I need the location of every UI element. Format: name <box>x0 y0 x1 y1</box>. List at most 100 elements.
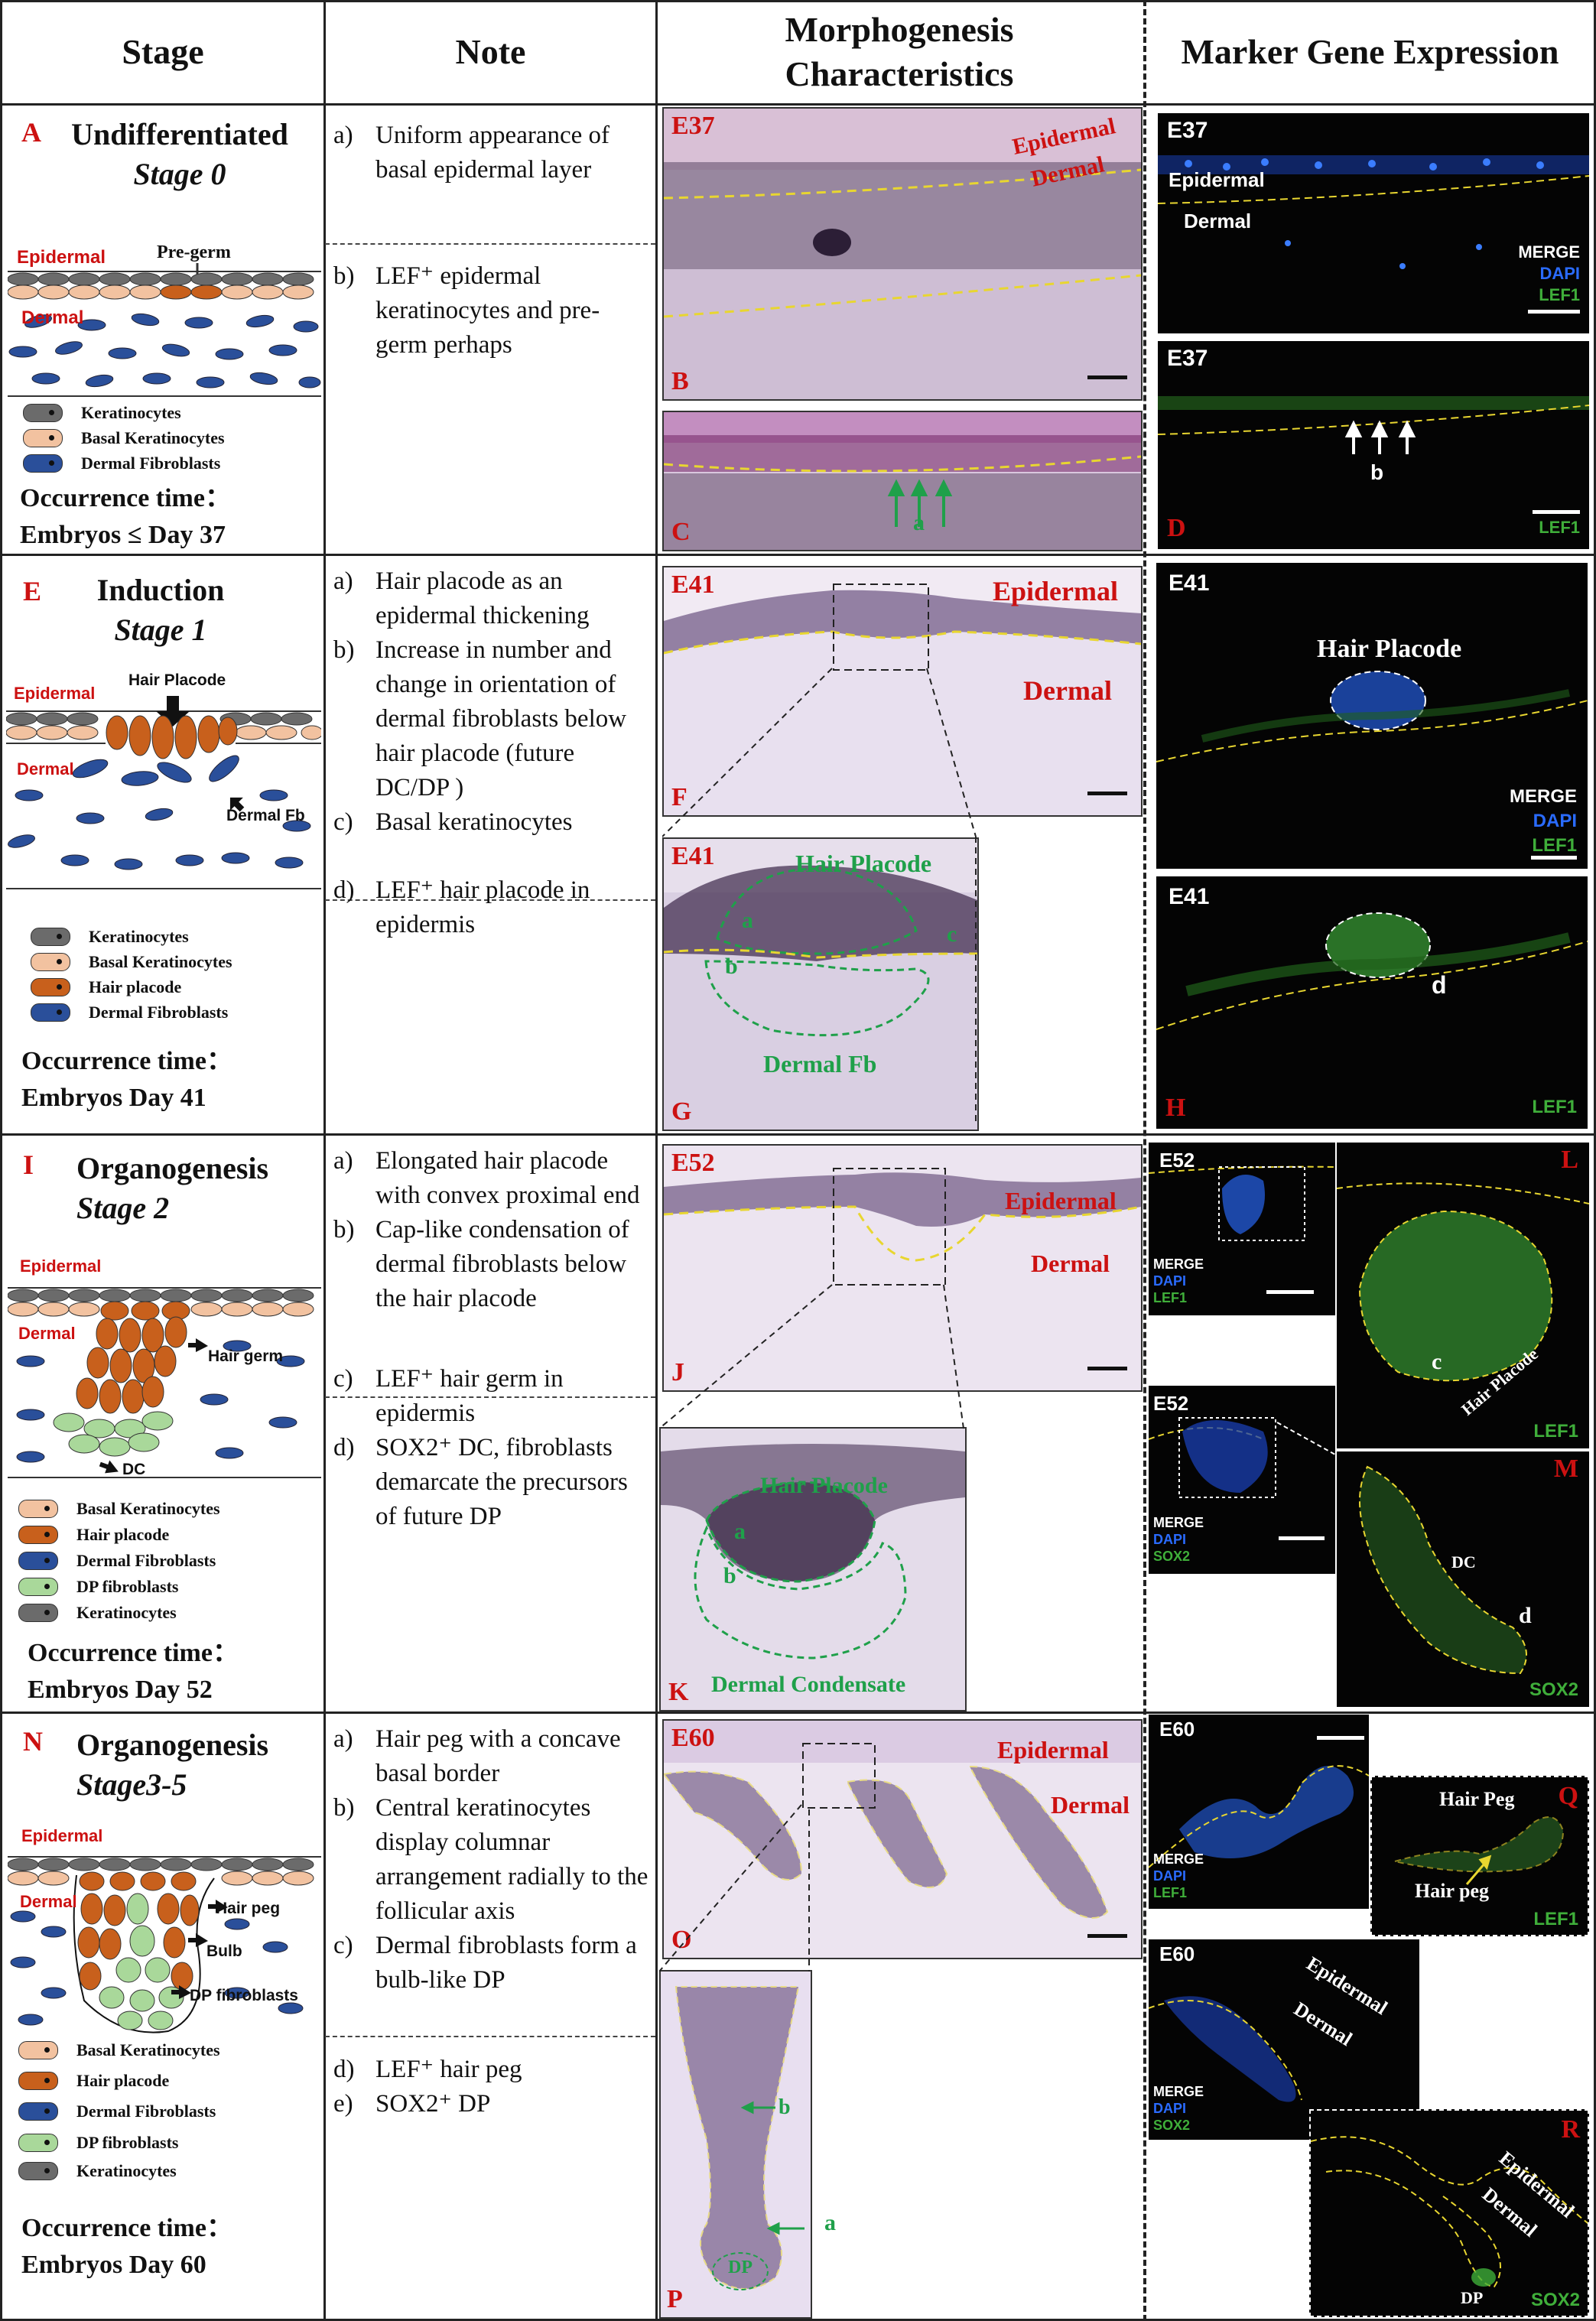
fluorescence-q-texture <box>1394 1816 1565 1885</box>
note-text: SOX2⁺ DP <box>375 2090 491 2118</box>
stage-name: Organogenesis <box>76 1728 269 1762</box>
fluorescence-m-merge: E52 MERGE DAPI SOX2 <box>1149 1386 1335 1574</box>
legend-stage3: Basal Keratinocytes Hair placode Dermal … <box>18 2034 220 2184</box>
fluorescence-h-merge-texture <box>1156 671 1588 762</box>
dapi-label: DAPI <box>1153 2101 1187 2116</box>
histology-c-texture <box>664 412 1141 550</box>
stage-title: Induction Stage 1 <box>46 570 275 650</box>
panel-m-dc: DC <box>1451 1552 1476 1572</box>
note-key: c) <box>333 808 353 836</box>
fluorescence-q-merge-texture <box>1149 1765 1369 1868</box>
histology-k-texture <box>661 1444 965 1659</box>
panel-l-label: L <box>1561 1146 1578 1174</box>
merge-label: MERGE <box>1509 786 1577 807</box>
dermal-fb-label: Dermal Fb <box>226 807 305 824</box>
legend-label: Keratinocytes <box>76 2161 177 2180</box>
note-text: LEF⁺ epidermal keratinocytes and pre-ger… <box>375 262 600 359</box>
panel-g-fb: Dermal Fb <box>763 1050 877 1078</box>
note-key: b) <box>333 1794 355 1822</box>
occurrence-label: Occurrence time： <box>21 2214 232 2242</box>
note-text: Central keratinocytes display columnar a… <box>375 1794 648 1925</box>
dapi-label: DAPI <box>1153 1273 1187 1289</box>
stage-number: Stage 1 <box>114 613 207 647</box>
scale-bar <box>1087 792 1127 795</box>
grid-right <box>1594 0 1596 2321</box>
panel-j-age: E52 <box>671 1149 715 1177</box>
fluorescence-l-merge: E52 MERGE DAPI LEF1 <box>1149 1143 1335 1315</box>
panel-g-placode: Hair Placode <box>795 850 932 877</box>
dp-fibroblasts-label: DP fibroblasts <box>190 1987 298 2004</box>
sox2-label: SOX2 <box>1153 2118 1191 2133</box>
basal-keratinocyte-swatch <box>18 1500 58 1518</box>
scale-bar <box>1528 310 1580 314</box>
stage-name: Induction <box>96 573 225 607</box>
fluorescence-l-texture <box>1337 1182 1589 1382</box>
merge-legend: MERGE DAPI LEF1 <box>1153 1256 1204 1306</box>
merge-legend: MERGE DAPI SOX2 <box>1153 2083 1204 2134</box>
fluorescence-panel-m: DC d M SOX2 <box>1337 1451 1589 1707</box>
panel-p-a: a <box>824 2210 836 2235</box>
note-key: c) <box>333 1365 353 1393</box>
panel-k-placode: Hair Placode <box>760 1473 888 1498</box>
grid-h4b <box>1143 1711 1596 1714</box>
grid-top <box>0 0 1143 2</box>
note-key: d) <box>333 2056 355 2083</box>
panel-g-b: b <box>725 954 738 979</box>
scale-bar <box>1531 856 1577 860</box>
panel-g-label: G <box>671 1097 692 1126</box>
legend-label: Basal Keratinocytes <box>76 1499 220 1518</box>
keratinocyte-swatch <box>18 2162 58 2180</box>
basal-keratinocyte-swatch <box>23 428 63 447</box>
panel-o-epidermal: Epidermal <box>997 1736 1109 1764</box>
fluorescence-h-texture <box>1156 912 1588 1030</box>
dermal-fibroblast-swatch <box>31 1003 70 1022</box>
grid-top-2 <box>1143 0 1596 2</box>
panel-q-age: E60 <box>1159 1718 1195 1741</box>
stage-title: Undifferentiated Stage 0 <box>46 115 314 194</box>
panel-f-age: E41 <box>671 570 715 599</box>
panel-h2-age: E41 <box>1169 884 1210 909</box>
panel-g-age: E41 <box>671 842 715 870</box>
layer-epidermal-label: Epidermal <box>14 684 96 703</box>
merge-legend: MERGE DAPI LEF1 <box>1518 242 1580 306</box>
occurrence-time: Occurrence time： Embryos ≤ Day 37 <box>20 480 231 554</box>
grid-h4 <box>0 1711 1143 1714</box>
legend-label: Dermal Fibroblasts <box>76 1551 216 1570</box>
merge-label: MERGE <box>1153 1515 1204 1530</box>
note-divider-1 <box>325 243 655 245</box>
panel-r-stain: SOX2 <box>1530 2290 1580 2310</box>
panel-h-placode: Hair Placode <box>1317 635 1462 663</box>
panel-d-label: D <box>1167 514 1186 542</box>
zoom-lines-f-g <box>662 668 977 1126</box>
fluorescence-m-texture <box>1359 1465 1527 1675</box>
layer-dermal-label: Dermal <box>20 1892 77 1911</box>
legend-label: Keratinocytes <box>76 1603 177 1622</box>
occurrence-label: Occurrence time： <box>28 1639 239 1667</box>
note-key: d) <box>333 1434 355 1461</box>
panel-l-mark: c <box>1432 1349 1442 1374</box>
panel-q-peg2: Hair peg <box>1415 1880 1490 1902</box>
panel-k-b: b <box>723 1563 736 1588</box>
stage2-schematic <box>8 1287 321 1478</box>
hair-placode-swatch <box>31 977 70 996</box>
stage-number: Stage 2 <box>76 1191 170 1225</box>
histology-panel-p: b DP P <box>659 1970 812 2319</box>
panel-f-epidermal: Epidermal <box>993 576 1119 606</box>
pre-germ-label: Pre-germ <box>157 242 231 262</box>
lef1-label: LEF1 <box>1539 285 1580 304</box>
fluorescence-panel-q: Hair Peg Hair peg Q LEF1 <box>1370 1776 1589 1936</box>
stage1-schematic <box>6 696 321 889</box>
note-divider-4 <box>325 2036 655 2037</box>
dp-fibroblast-swatch <box>18 1578 58 1596</box>
note-text: Basal keratinocytes <box>375 808 573 836</box>
occurrence-label: Occurrence time： <box>20 484 231 512</box>
panel-o-dermal: Dermal <box>1051 1791 1130 1819</box>
occurrence-time: Occurrence time： Embryos Day 60 <box>21 2210 232 2284</box>
grid-left <box>0 0 2 2321</box>
hair-placode-label: Hair Placode <box>128 671 226 689</box>
note-key: a) <box>333 567 353 595</box>
legend-label: Keratinocytes <box>89 926 189 946</box>
panel-m-label: M <box>1553 1455 1578 1483</box>
panel-h-age: E41 <box>1169 570 1210 596</box>
panel-o-label: O <box>671 1926 692 1954</box>
